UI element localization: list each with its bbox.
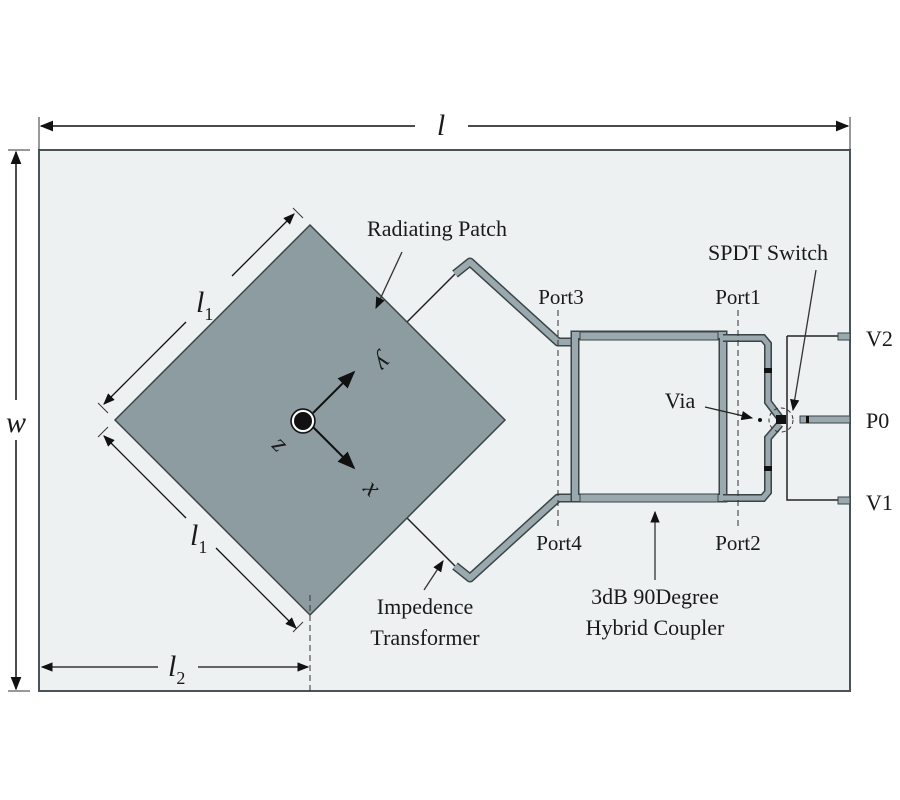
patch-side-label-bottom: l1 <box>190 519 207 557</box>
via-arrow <box>704 406 754 421</box>
port1-label: Port1 <box>715 285 761 309</box>
via-label: Via <box>665 388 696 413</box>
feed-offset-label: l2 <box>168 650 185 688</box>
patch-side-label-top: l1 <box>196 286 213 324</box>
length-label: l <box>437 109 445 142</box>
l1-top-sub: 1 <box>204 304 213 324</box>
impedence-label-line2: Transformer <box>370 625 480 650</box>
coupler-label-line2: Hybrid Coupler <box>586 615 725 640</box>
l1-top-main: l <box>196 286 204 319</box>
radiating-patch-label: Radiating Patch <box>367 216 507 241</box>
p0-label: P0 <box>866 408 889 433</box>
spdt-switch <box>758 332 851 505</box>
port3-label: Port3 <box>538 285 584 309</box>
length-dimension <box>38 117 851 150</box>
width-label: w <box>6 406 26 439</box>
l1-bottom-main: l <box>190 519 198 552</box>
v2-label: V2 <box>866 326 893 351</box>
impedence-arrow <box>423 560 444 591</box>
l1-bottom-sub: 1 <box>198 537 207 557</box>
port4-label: Port4 <box>536 531 582 555</box>
coordinate-axes <box>290 370 356 470</box>
patch-dimension-bottom <box>97 426 304 633</box>
v1-label: V1 <box>866 490 893 515</box>
spdt-switch-label: SPDT Switch <box>708 240 828 265</box>
patch-dimension-top <box>97 207 304 414</box>
spdt-arrow <box>790 269 817 412</box>
coupler-label-line1: 3dB 90Degree <box>591 584 719 609</box>
feed-traces <box>452 257 575 583</box>
impedence-label-line1: Impedence <box>377 594 474 619</box>
l2-sub: 2 <box>176 668 185 688</box>
hybrid-coupler <box>570 330 784 503</box>
z-axis-origin-icon <box>292 410 314 432</box>
radiating-patch-arrow <box>375 251 403 310</box>
port2-label: Port2 <box>715 531 761 555</box>
l2-main: l <box>168 650 176 683</box>
width-dimension <box>8 149 30 692</box>
